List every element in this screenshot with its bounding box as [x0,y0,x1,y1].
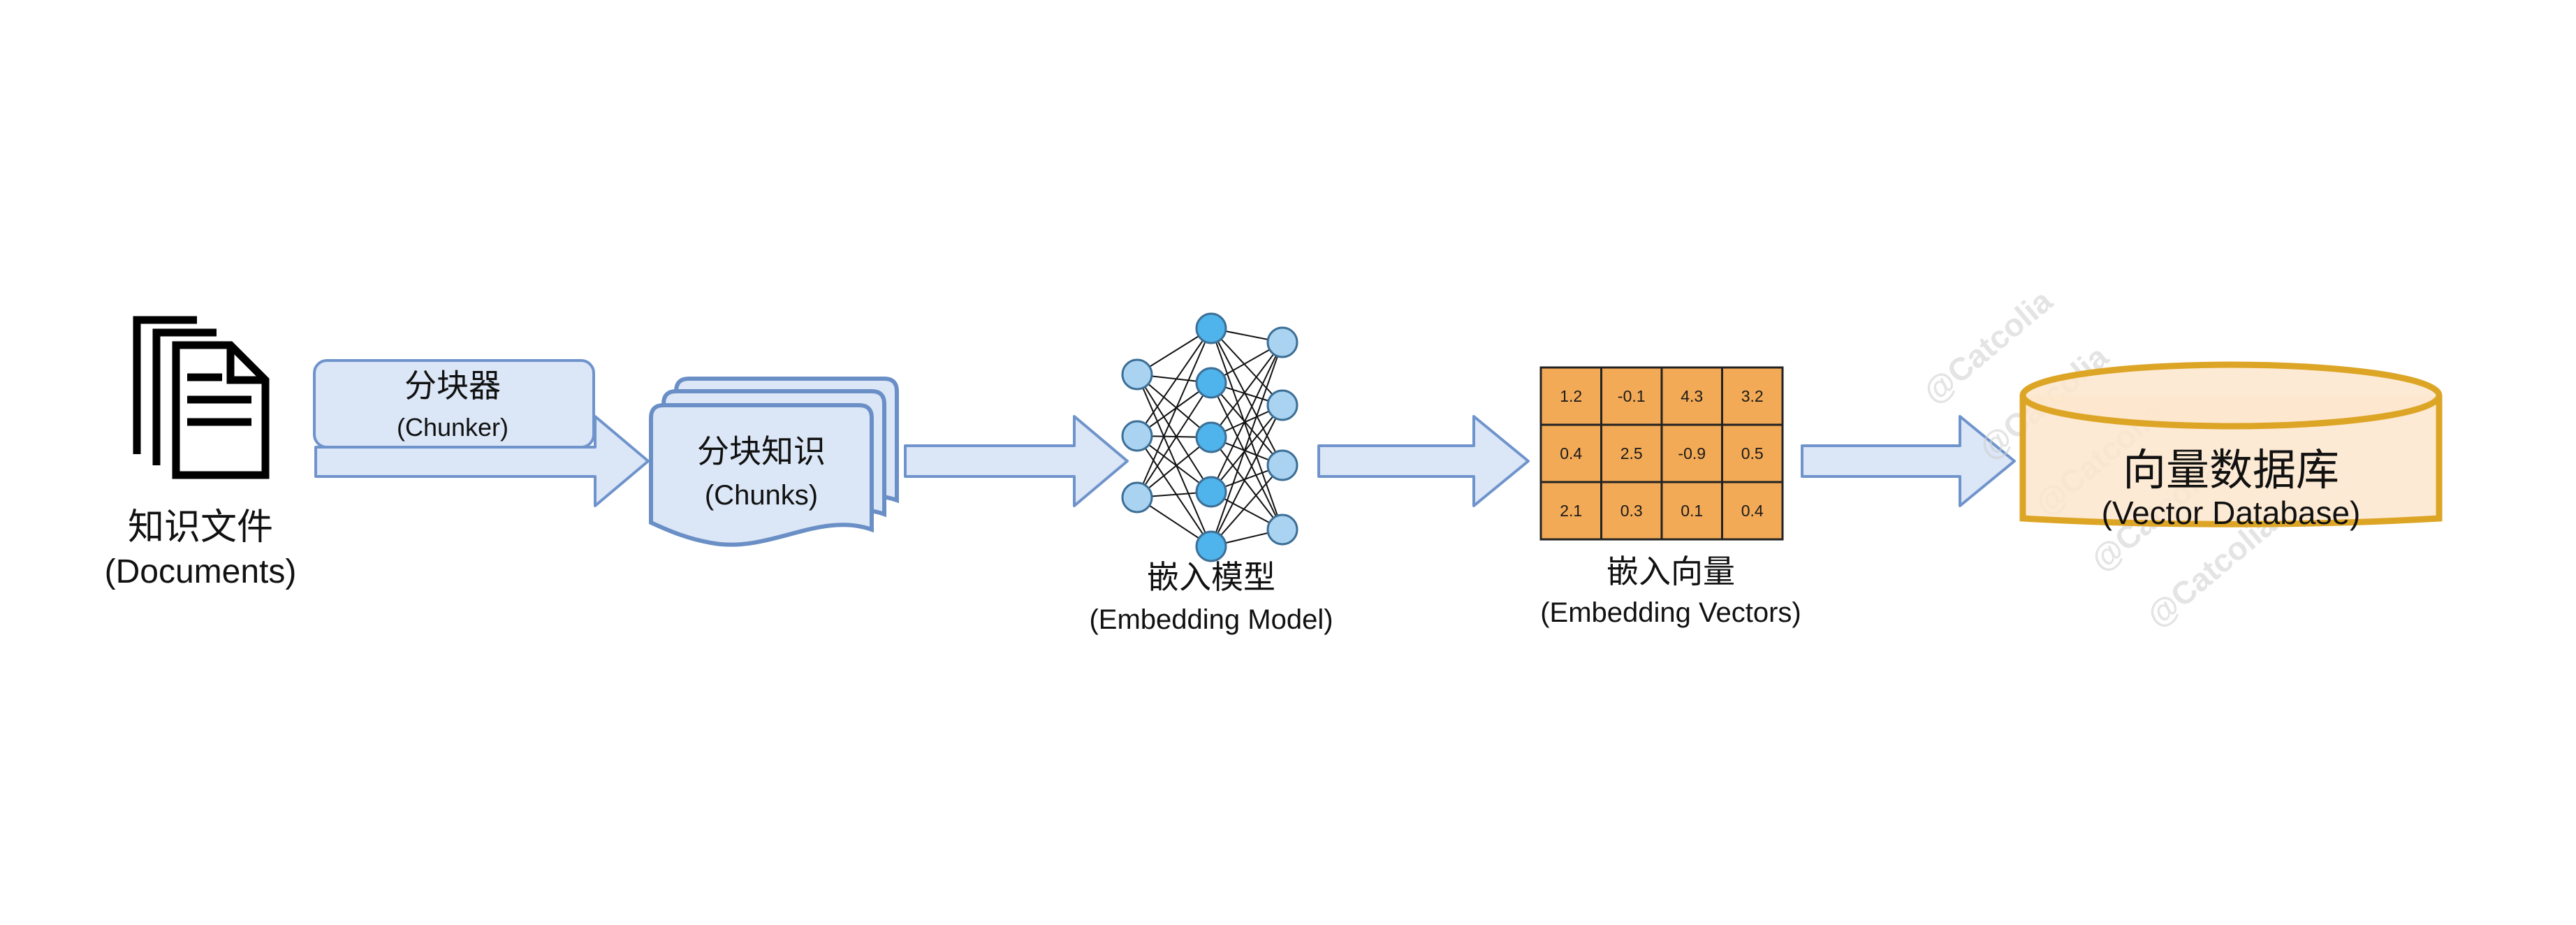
chunks-title: 分块知识 [697,432,826,470]
network-node [1121,420,1153,452]
vector-cell-value: 0.4 [1560,444,1582,462]
vector-cell-value: -0.1 [1618,387,1646,405]
network-connections [1136,328,1283,547]
vector-cell [1539,366,1602,426]
documents-icon [133,316,270,479]
arrow-to-database [1801,415,2016,507]
network-edge [1136,374,1212,438]
database-cylinder-icon [2019,361,2443,527]
network-node [1266,449,1298,481]
network-edge [1136,437,1212,498]
network-node [1266,326,1298,358]
network-edge [1210,382,1283,530]
network-node [1195,312,1227,344]
network-node [1195,367,1227,399]
network-edge [1210,328,1283,530]
vector-cell [1721,423,1784,483]
documents-subtitle: (Documents) [105,553,297,590]
network-edge [1210,328,1283,406]
network-edge [1210,342,1283,547]
chunker-title: 分块器 [404,367,501,405]
chunker-box [313,359,595,449]
vector-cell-value: 0.3 [1620,502,1643,520]
database-subtitle: (Vector Database) [2102,495,2361,531]
arrow-to-vectors [1317,415,1530,507]
network-edge [1136,328,1212,498]
network-node [1266,514,1298,546]
network-node [1195,476,1227,508]
network-edge [1210,382,1283,466]
network-node [1195,421,1227,453]
vector-cell-value: 0.5 [1741,444,1764,462]
neural-network-icon [1121,312,1298,562]
vector-cell [1600,423,1663,483]
chunks-stack [649,377,899,547]
vector-cell [1539,481,1602,541]
network-edge [1136,374,1212,493]
vector-cell-value: 0.4 [1741,502,1764,520]
network-edge [1136,435,1212,547]
vector-cell-value: 3.2 [1741,387,1764,405]
network-edge [1210,342,1283,438]
network-edge [1136,382,1212,498]
vector-cell [1721,366,1784,426]
embedding-vector-matrix: 1.2 -0.1 4.3 3.2 0.4 2.5 -0.9 0.5 2.1 0.3 0.1 0.4 [1539,366,1784,541]
network-edge [1210,437,1283,530]
network-node [1195,530,1227,562]
vector-cell-value: 2.5 [1620,444,1643,462]
network-edge [1136,374,1212,547]
documents-title: 知识文件 [128,507,273,548]
chunks-subtitle: (Chunks) [705,480,818,511]
model-title: 嵌入模型 [1147,558,1275,596]
network-edge [1210,342,1283,493]
network-node [1121,481,1153,514]
vector-cell [1721,481,1784,541]
vector-cell-value: 1.2 [1560,387,1582,405]
network-node [1266,389,1298,421]
model-subtitle: (Embedding Model) [1089,604,1333,635]
vector-cell-value: -0.9 [1678,444,1706,462]
arrow-to-model [904,415,1129,507]
vector-cell-value: 2.1 [1560,502,1582,520]
network-edge [1210,405,1283,493]
vector-cell [1660,481,1723,541]
network-edge [1210,465,1283,547]
arrow-to-chunks [314,415,650,507]
chunker-subtitle: (Chunker) [397,413,508,442]
network-edge [1136,328,1212,437]
network-node [1121,358,1153,391]
vector-cell [1600,481,1663,541]
network-edge [1210,405,1283,547]
vectors-subtitle: (Embedding Vectors) [1540,597,1801,628]
vector-cell-value: 4.3 [1681,387,1703,405]
vector-cell [1660,423,1723,483]
database-title: 向量数据库 [2123,444,2339,495]
vectors-title: 嵌入向量 [1607,553,1735,590]
vector-cell-value: 0.1 [1681,502,1703,520]
network-edge [1210,328,1283,466]
